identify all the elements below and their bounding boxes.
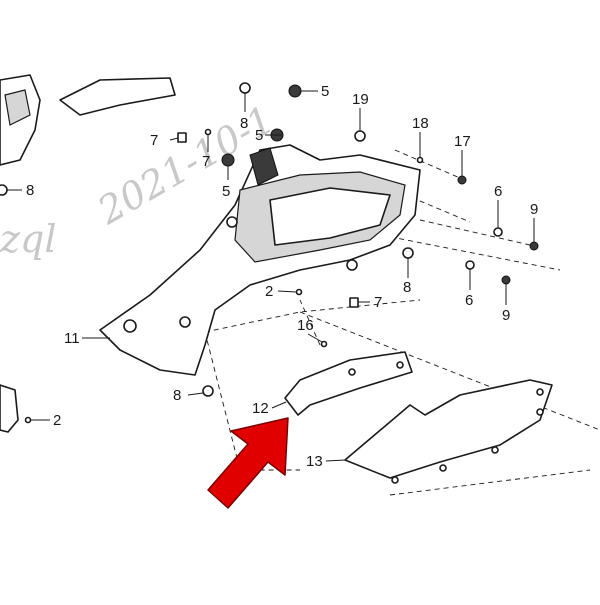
- washer-8d: [202, 385, 214, 397]
- callout-8-right: 8: [403, 279, 411, 296]
- callout-9-top: 9: [530, 201, 538, 218]
- washer-8a: [239, 82, 251, 94]
- callout-17: 17: [454, 133, 471, 150]
- bolt-18: [416, 156, 424, 164]
- screw-2b: [24, 416, 32, 424]
- washer-19: [354, 130, 366, 142]
- screw-7b: [204, 128, 212, 136]
- callout-13: 13: [306, 453, 323, 470]
- frame-top-left: [0, 74, 176, 166]
- washer-8b: [402, 247, 414, 259]
- callout-7-mid: 7: [202, 153, 210, 170]
- nut-17: [457, 175, 467, 185]
- watermark-left: zql: [0, 217, 57, 261]
- callout-12: 12: [252, 400, 269, 417]
- screw-2a: [295, 288, 303, 296]
- leader-lines: [7, 90, 535, 462]
- washer-6a: [493, 227, 503, 237]
- callout-11: 11: [64, 330, 80, 347]
- callout-19: 19: [352, 91, 369, 108]
- clip-7a: [177, 132, 187, 143]
- washer-6b: [465, 260, 475, 270]
- red-pointer-arrow: [207, 417, 289, 509]
- left-edge-parts: [0, 384, 19, 433]
- clip-7c: [349, 297, 359, 308]
- nut-9a: [529, 241, 539, 251]
- callout-5-lower: 5: [222, 183, 230, 200]
- callout-2-left: 2: [53, 412, 61, 429]
- callout-8-left: 8: [26, 182, 34, 199]
- side-cover-13: [344, 379, 553, 484]
- callout-5-top: 5: [321, 83, 329, 100]
- callout-8-bottom: 8: [173, 387, 181, 404]
- washer-8c: [0, 184, 8, 196]
- callout-labels: 5 8 7 7 5 5 19 18 17 6 9 8 8 6 9 2 7 16 …: [26, 83, 538, 470]
- nut-9b: [501, 275, 511, 285]
- callout-6-bottom: 6: [465, 292, 473, 309]
- callout-9-bottom: 9: [502, 307, 510, 324]
- fasteners: [0, 82, 539, 424]
- callout-8-top: 8: [240, 115, 248, 132]
- callout-16: 16: [297, 317, 314, 334]
- callout-7-right: 7: [374, 294, 382, 311]
- nut-5c: [221, 153, 235, 167]
- callout-2-mid: 2: [265, 283, 273, 300]
- callout-7-left: 7: [150, 132, 158, 149]
- callout-6-top: 6: [494, 183, 502, 200]
- bracket-12: [284, 351, 413, 416]
- screw-16: [320, 340, 328, 348]
- callout-5-mid: 5: [255, 127, 263, 144]
- callout-18: 18: [412, 115, 429, 132]
- body-panel-11: [99, 144, 421, 376]
- nut-5a: [288, 84, 302, 98]
